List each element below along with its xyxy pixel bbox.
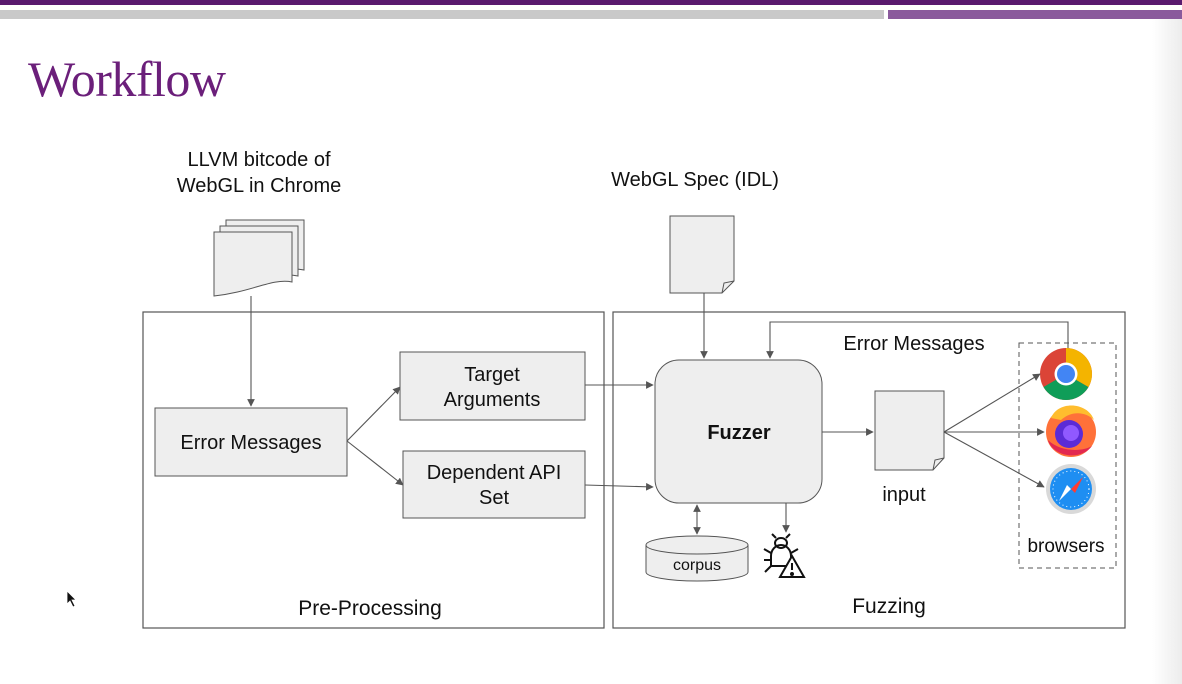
arrow-input-to-chrome (943, 373, 1041, 433)
arrow-error-to-dependent (346, 440, 404, 486)
llvm-label-line2: WebGL in Chrome (177, 175, 342, 197)
corpus-label: corpus (673, 557, 721, 574)
safari-icon (1046, 464, 1096, 514)
fuzzing-label: Fuzzing (852, 595, 926, 618)
fuzzer-text: Fuzzer (707, 422, 771, 444)
arrow-feedback-loop (766, 321, 1069, 359)
llvm-label-line1: LLVM bitcode of (187, 149, 330, 171)
mouse-cursor-icon (66, 590, 77, 608)
stacked-documents-icon (213, 219, 305, 297)
feedback-error-messages: Error Messages (843, 333, 984, 355)
arrow-error-to-target (346, 386, 401, 442)
fuzzing-container (612, 311, 1126, 629)
preprocessing-label: Pre-Processing (298, 597, 442, 620)
target-arguments-box (399, 351, 586, 421)
dependent-api-line2: Set (479, 487, 509, 509)
chrome-icon (1040, 348, 1092, 400)
input-document-icon (874, 390, 945, 471)
arrow-input-to-safari (943, 431, 1045, 488)
corpus-database-icon (645, 535, 749, 582)
bug-warning-icon (763, 533, 806, 578)
firefox-icon (1046, 405, 1096, 457)
error-messages-text: Error Messages (180, 432, 321, 454)
right-edge-shade (1152, 19, 1182, 684)
dependent-api-box (402, 450, 586, 519)
input-label: input (882, 484, 926, 506)
target-arguments-line2: Arguments (444, 389, 541, 411)
error-messages-box (154, 407, 348, 477)
connectors (247, 293, 1069, 535)
dependent-api-line1: Dependent API (427, 462, 562, 484)
slide-title: Workflow (28, 51, 226, 107)
spec-document-icon (669, 215, 735, 294)
preprocessing-container (142, 311, 605, 629)
target-arguments-line1: Target (464, 364, 520, 386)
top-purple-bar (888, 10, 1182, 19)
top-gray-bar (0, 10, 884, 19)
top-accent-bar (0, 0, 1182, 5)
webgl-spec-label: WebGL Spec (IDL) (611, 169, 779, 191)
browsers-label: browsers (1027, 536, 1104, 557)
arrow-dependent-to-fuzzer (584, 482, 654, 491)
